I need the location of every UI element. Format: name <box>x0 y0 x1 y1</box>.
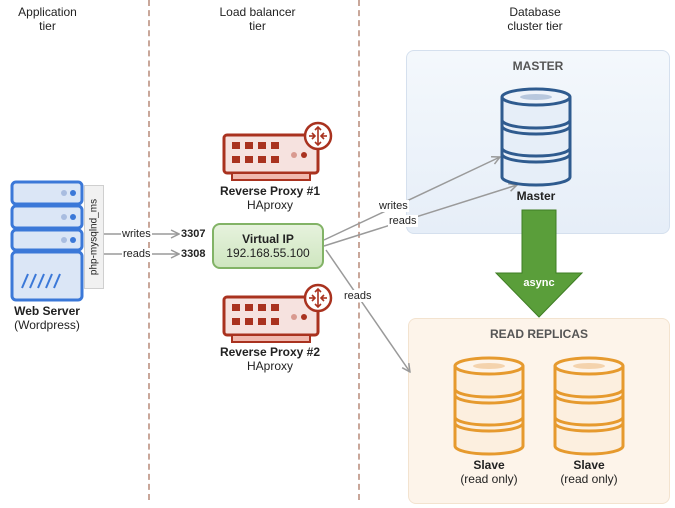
virtual-ip-title: Virtual IP <box>242 232 294 246</box>
tier-label-line: Database <box>509 5 561 19</box>
replica-2-name: Slave <box>573 458 605 472</box>
router-switch-icon <box>222 283 333 343</box>
edge-reads-master <box>323 185 517 247</box>
tier-divider-lb-db <box>358 0 360 500</box>
tier-label-database: Database cluster tier <box>480 5 590 33</box>
tier-label-line: tier <box>249 19 266 33</box>
virtual-ip-node[interactable]: Virtual IP 192.168.55.100 <box>212 223 324 269</box>
replica-1-name: Slave <box>473 458 505 472</box>
server-icon <box>10 180 84 302</box>
async-label: async <box>523 277 555 289</box>
tier-label-application: Application tier <box>0 5 95 33</box>
edge-label-reads-replicas: reads <box>343 290 373 302</box>
tier-label-load-balancer: Load balancer tier <box>200 5 315 33</box>
proxy-1-name: Reverse Proxy #1 <box>219 184 321 198</box>
replica-group-title: READ REPLICAS <box>489 327 588 341</box>
port-writes: 3307 <box>181 228 206 240</box>
edge-label-writes-master: writes <box>378 200 409 212</box>
master-group-title: MASTER <box>512 59 564 73</box>
replica-1-mode: (read only) <box>460 472 518 486</box>
port-reads: 3308 <box>181 248 206 260</box>
database-icon <box>500 87 572 187</box>
replica-2-mode: (read only) <box>560 472 618 486</box>
proxy-2-software: HAproxy <box>246 359 293 373</box>
tier-label-line: cluster tier <box>507 19 563 33</box>
edge-reads-replicas <box>325 249 410 372</box>
edge-writes-master <box>323 157 500 241</box>
tier-label-line: tier <box>39 19 56 33</box>
proxy-1-software: HAproxy <box>246 198 293 212</box>
edge-label-reads: reads <box>122 248 152 260</box>
router-switch-icon <box>222 121 333 181</box>
master-node-name: Master <box>516 189 556 203</box>
replica-group: READ REPLICAS <box>408 318 670 504</box>
edge-label-writes: writes <box>121 228 152 240</box>
edge-label-reads-master: reads <box>388 215 418 227</box>
virtual-ip-address: 192.168.55.100 <box>226 246 310 260</box>
web-server-name: Web Server <box>14 304 80 318</box>
proxy-2-name: Reverse Proxy #2 <box>219 345 321 359</box>
database-icon <box>553 356 625 456</box>
web-server-subtitle: (Wordpress) <box>14 318 80 332</box>
driver-label-tab: php-mysqlnd_ms <box>84 185 104 289</box>
driver-label: php-mysqlnd_ms <box>88 198 100 276</box>
database-icon <box>453 356 525 456</box>
tier-label-line: Application <box>18 5 77 19</box>
tier-label-line: Load balancer <box>219 5 296 19</box>
async-arrow-icon <box>494 209 584 318</box>
